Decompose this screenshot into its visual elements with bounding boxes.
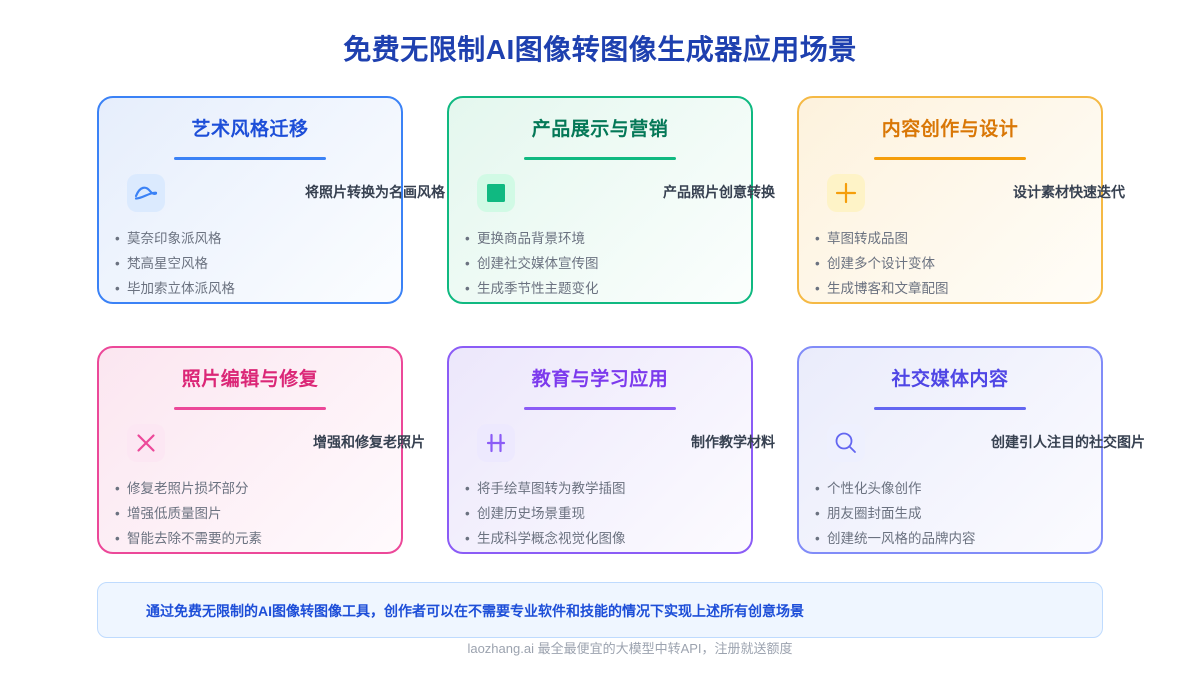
list-item: 创建多个设计变体 [815, 251, 1091, 276]
list-item: 创建历史场景重现 [465, 501, 741, 526]
use-case-card-social-media-content: 社交媒体内容创建引人注目的社交图片个性化头像创作朋友圈封面生成创建统一风格的品牌… [797, 346, 1145, 554]
card-bullet-list: 个性化头像创作朋友圈封面生成创建统一风格的品牌内容 [815, 476, 1091, 551]
use-case-card-product-showcase-marketing: 产品展示与营销产品照片创意转换更换商品背景环境创建社交媒体宣传图生成季节性主题变… [447, 96, 775, 304]
summary-banner-text: 通过免费无限制的AI图像转图像工具，创作者可以在不需要专业软件和技能的情况下实现… [146, 603, 804, 619]
card-subtitle: 增强和修复老照片 [313, 434, 425, 450]
list-item: 朋友圈封面生成 [815, 501, 1091, 526]
square-filled-icon [477, 174, 515, 212]
card-subtitle: 制作教学材料 [691, 434, 775, 450]
card-title: 照片编辑与修复 [181, 369, 319, 390]
plus-icon [827, 174, 865, 212]
card-title: 内容创作与设计 [881, 119, 1019, 140]
list-item: 将手绘草图转为教学插图 [465, 476, 741, 501]
list-item: 增强低质量图片 [115, 501, 391, 526]
card-title: 艺术风格迁移 [191, 119, 309, 140]
use-case-card-grid: 艺术风格迁移将照片转换为名画风格莫奈印象派风格梵高星空风格毕加索立体派风格产品展… [97, 96, 1145, 554]
card-bullet-list: 将手绘草图转为教学插图创建历史场景重现生成科学概念视觉化图像 [465, 476, 741, 551]
use-case-card-education-learning: 教育与学习应用制作教学材料将手绘草图转为教学插图创建历史场景重现生成科学概念视觉… [447, 346, 775, 554]
list-item: 创建社交媒体宣传图 [465, 251, 741, 276]
card-subtitle: 将照片转换为名画风格 [305, 184, 445, 200]
list-item: 智能去除不需要的元素 [115, 526, 391, 551]
card-title: 社交媒体内容 [891, 369, 1009, 390]
card-title: 产品展示与营销 [531, 119, 669, 140]
card-title-underline [174, 157, 326, 160]
card-subtitle: 设计素材快速迭代 [1013, 184, 1125, 200]
list-item: 个性化头像创作 [815, 476, 1091, 501]
list-item: 毕加索立体派风格 [115, 276, 391, 301]
list-item: 生成科学概念视觉化图像 [465, 526, 741, 551]
list-item: 创建统一风格的品牌内容 [815, 526, 1091, 551]
card-bullet-list: 草图转成品图创建多个设计变体生成博客和文章配图 [815, 226, 1091, 301]
list-item: 莫奈印象派风格 [115, 226, 391, 251]
card-bullet-list: 修复老照片损坏部分增强低质量图片智能去除不需要的元素 [115, 476, 391, 551]
use-case-card-content-creation-design: 内容创作与设计设计素材快速迭代草图转成品图创建多个设计变体生成博客和文章配图 [797, 96, 1125, 304]
footer-text: laozhang.ai 最全最便宜的大模型中转API，注册就送额度 [467, 641, 793, 656]
summary-banner: 通过免费无限制的AI图像转图像工具，创作者可以在不需要专业软件和技能的情况下实现… [97, 582, 1103, 638]
book-h-icon [477, 424, 515, 462]
card-bullet-list: 更换商品背景环境创建社交媒体宣传图生成季节性主题变化 [465, 226, 741, 301]
card-title-underline [874, 157, 1026, 160]
card-title-underline [174, 407, 326, 410]
card-bullet-list: 莫奈印象派风格梵高星空风格毕加索立体派风格 [115, 226, 391, 301]
use-case-card-art-style-transfer: 艺术风格迁移将照片转换为名画风格莫奈印象派风格梵高星空风格毕加索立体派风格 [97, 96, 445, 304]
card-subtitle: 创建引人注目的社交图片 [991, 434, 1145, 450]
list-item: 生成博客和文章配图 [815, 276, 1091, 301]
list-item: 生成季节性主题变化 [465, 276, 741, 301]
card-title-underline [524, 157, 676, 160]
wave-icon [127, 174, 165, 212]
footer-attribution: laozhang.ai 最全最便宜的大模型中转API，注册就送额度 [0, 638, 1200, 657]
card-subtitle: 产品照片创意转换 [663, 184, 775, 200]
list-item: 草图转成品图 [815, 226, 1091, 251]
list-item: 梵高星空风格 [115, 251, 391, 276]
search-icon [827, 424, 865, 462]
close-x-icon [127, 424, 165, 462]
page-title: 免费无限制AI图像转图像生成器应用场景 [343, 34, 857, 65]
list-item: 修复老照片损坏部分 [115, 476, 391, 501]
use-case-card-photo-edit-restore: 照片编辑与修复增强和修复老照片修复老照片损坏部分增强低质量图片智能去除不需要的元… [97, 346, 425, 554]
card-title: 教育与学习应用 [531, 369, 669, 390]
card-title-underline [874, 407, 1026, 410]
list-item: 更换商品背景环境 [465, 226, 741, 251]
card-title-underline [524, 407, 676, 410]
